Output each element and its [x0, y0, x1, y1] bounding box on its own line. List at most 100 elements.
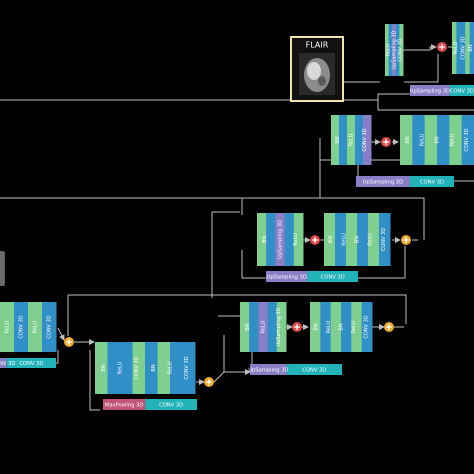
layer-label: CONV 3D	[381, 228, 387, 251]
connector-line	[377, 100, 474, 111]
layer-stripe	[341, 302, 352, 352]
layer-label: UpSampling 3D	[278, 220, 284, 259]
connector-line	[0, 93, 474, 101]
layer-label: CONV 3D	[363, 315, 369, 338]
connector-line	[211, 211, 240, 240]
layer-stripe	[357, 213, 369, 266]
operation-bar-right-label: CONV 3D	[302, 368, 326, 374]
layer-stripe	[395, 24, 400, 76]
layer-stripe	[132, 342, 146, 394]
layer-label: BN	[314, 323, 320, 330]
layer-stripe	[157, 342, 171, 394]
connector-line	[89, 350, 100, 411]
layer-label: CONV 3D	[464, 128, 470, 151]
concat-node-top	[437, 42, 447, 52]
layer-stripe	[363, 115, 372, 165]
operation-bar-right	[409, 176, 454, 187]
layer-label: ReLU	[293, 233, 299, 246]
layer-stripe	[346, 213, 358, 266]
layer-stripe	[412, 115, 426, 165]
layer-stripe	[368, 213, 380, 266]
add-node-enc-left	[64, 337, 74, 347]
layer-stripe	[257, 213, 267, 266]
layer-label: ReLU	[386, 43, 392, 56]
operation-bar-right	[286, 364, 342, 375]
layer-stripe	[182, 342, 196, 394]
connector-line	[403, 44, 437, 51]
layer-stripe	[437, 115, 450, 165]
operation-bar-left-label: MaxPooling 3D	[105, 403, 143, 409]
layer-label: CONV 3D	[398, 38, 404, 61]
layer-stripe	[28, 302, 43, 352]
connector-line	[0, 160, 321, 199]
operation-bar-left-label: UpSampling 3D	[363, 180, 403, 186]
operation-bar-right	[145, 399, 197, 410]
layer-label: BN	[101, 364, 107, 371]
layer-stripe	[0, 302, 15, 352]
layer-stripe	[355, 115, 364, 165]
operation-bar-right	[307, 271, 358, 282]
layer-label: CONV 3D	[461, 36, 467, 59]
layer-stripe	[107, 342, 121, 394]
layer-stripe	[324, 213, 336, 266]
layer-label: BN	[339, 323, 345, 330]
layer-label: BN	[405, 136, 411, 143]
layer-stripe	[361, 302, 373, 352]
operation-bar-right	[6, 358, 56, 368]
layer-label: BN	[355, 236, 361, 243]
layer-stripe	[452, 22, 457, 74]
layer-stripe	[351, 302, 363, 352]
layer-label: ReLU	[5, 320, 11, 333]
connector-line	[404, 54, 439, 83]
connector-line	[57, 327, 65, 341]
layer-stripe	[449, 115, 463, 165]
layer-stripe	[240, 302, 250, 352]
layer-stripe	[120, 342, 133, 394]
layer-stripe	[460, 22, 466, 74]
layer-label: BN	[468, 44, 474, 51]
layer-stripe	[331, 115, 340, 165]
layer-stripe	[424, 115, 438, 165]
layer-label: ReLU	[368, 233, 374, 246]
layer-stripe	[339, 115, 348, 165]
operation-bar-left	[0, 358, 7, 368]
connector-line	[213, 371, 225, 383]
layer-label: ReLU	[326, 320, 332, 333]
operation-bar-left-label: CONV 3D	[0, 361, 15, 367]
layer-label: BN	[245, 323, 251, 330]
layer-label: CONV 3D	[19, 315, 25, 338]
layer-label: ReLU	[261, 320, 267, 333]
layer-stripe	[400, 115, 413, 165]
layer-stripe	[170, 342, 183, 394]
layer-stripe	[461, 115, 474, 165]
layer-stripe	[385, 24, 390, 76]
layer-stripe	[275, 213, 286, 266]
operation-bar-right	[449, 85, 474, 96]
layer-label: UpSampling 3D	[392, 30, 398, 69]
layer-label: BN	[335, 136, 341, 143]
connector-line	[68, 294, 407, 324]
layer-stripe	[392, 24, 397, 76]
add-node-dec3	[384, 322, 394, 332]
layer-stripe	[456, 22, 462, 74]
layer-stripe	[258, 302, 269, 352]
layer-stripe	[320, 302, 332, 352]
operation-bar-right-label: CONV 3D	[450, 89, 474, 95]
operation-bar-right-label: CONV 3D	[420, 180, 444, 186]
layer-label: ReLU	[349, 133, 355, 146]
operation-bar-left	[356, 176, 410, 187]
brain-lesion	[307, 62, 321, 80]
operation-bar-right-label: CONV 3D	[159, 403, 183, 409]
operation-bar-left	[410, 85, 450, 96]
layer-stripe	[335, 213, 347, 266]
concat-node-dec1	[381, 137, 391, 147]
